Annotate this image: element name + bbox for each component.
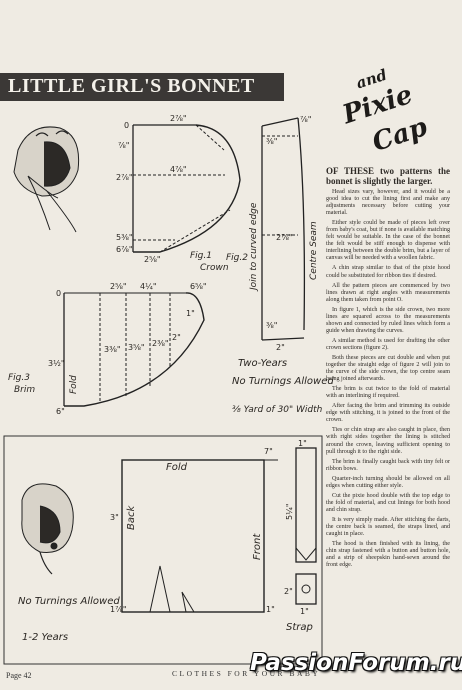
page-title: LITTLE GIRL'S BONNET [8, 75, 255, 97]
fig3-dim-right: 1" [186, 309, 195, 318]
fig3-dim-top-a: 2⅝" [110, 282, 127, 291]
paragraph: Quarter-inch turning should be allowed o… [326, 475, 450, 489]
fig3-label: Fig.3 [8, 373, 30, 383]
fig1-name: Crown [200, 263, 229, 273]
watermark: PassionForum.ru [250, 650, 462, 676]
pixie-dim-bottom-l: 1⅞" [110, 605, 127, 614]
strap-dim-top: 1" [298, 439, 307, 448]
paragraph: All the pattern pieces are commenced by … [326, 282, 450, 303]
paragraph: The hood is then finished with its linin… [326, 541, 450, 569]
fig2-dim-bottom: 2" [276, 343, 285, 352]
fig3-dim-v4: 2" [172, 333, 181, 342]
fig2-edge-note: Join to curved edge [249, 202, 259, 292]
paragraph: The brim is finally caught back with tin… [326, 458, 450, 472]
fig2-label: Fig.2 [226, 253, 248, 263]
fig1-dim-left-mid: 2⅞" [116, 173, 133, 182]
paragraph: Either style could be made of pieces lef… [326, 220, 450, 262]
fig1-dim-mid: 4⅞" [170, 165, 187, 174]
turnings-note-bottom: No Turnings Allowed [18, 596, 120, 607]
intro-paragraph: OF THESE two patterns the bonnet is slig… [326, 166, 450, 186]
pixie-dim-bottom-r: 1" [266, 605, 275, 614]
fig2-dim-low: ⅜" [266, 321, 277, 330]
strap-dim-small: 2" [284, 587, 293, 596]
fig3-dim-top-b: 4¼" [140, 282, 157, 291]
fig2-crown-band [261, 117, 306, 341]
fig2-dim-right-top: ⅞" [300, 115, 311, 124]
paragraph: Head sizes vary, however, and it would b… [326, 189, 450, 217]
size-note-bottom: 1-2 Years [22, 632, 68, 643]
bonnet-illustration [13, 126, 80, 233]
fig1-dim-top: 2⅞" [170, 114, 187, 123]
fig2-seam-note: Centre Seam [309, 221, 319, 280]
fig2-dim-mid: 2⅞" [276, 233, 293, 242]
strap-dim-height: 5¼" [285, 503, 294, 520]
fig3-dim-v3: 2⅜" [152, 339, 169, 348]
fig1-dim-bottom: 2⅝" [144, 255, 161, 264]
fig1-label: Fig.1 [190, 251, 212, 261]
pixie-back: Back [126, 505, 137, 530]
fig1-crown [132, 124, 241, 253]
paragraph: A chin strap similar to that of the pixi… [326, 265, 450, 279]
paragraph: A similar method is used for drafting th… [326, 337, 450, 351]
pixie-dim-top: 7" [264, 447, 273, 456]
fig3-name: Brim [14, 385, 35, 395]
paragraph: Ties or chin strap are also caught in pl… [326, 427, 450, 455]
strap-label: Strap [286, 622, 313, 633]
fig3-fold: Fold [69, 375, 79, 394]
fabric-note: ⅜ Yard of 30" Width [232, 405, 323, 415]
fig3-dim-top-c: 6⅝" [190, 282, 207, 291]
pixie-illustration [21, 483, 74, 575]
instructions-column: OF THESE two patterns the bonnet is slig… [326, 166, 450, 572]
page-number: Page 42 [6, 671, 32, 680]
footer-running-title: CLOTHES FOR YOUR BABY [172, 669, 321, 678]
pixie-front: Front [252, 533, 263, 560]
pixie-fold: Fold [166, 462, 188, 473]
fig1-zero: 0 [124, 121, 129, 130]
strap-pattern [295, 447, 317, 605]
pixie-dim-left: 3" [110, 513, 119, 522]
paragraph: It is very simply made. After stitching … [326, 516, 450, 538]
paragraph: In figure 1, which is the side crown, tw… [326, 306, 450, 334]
paragraph: After facing the brim and trimming its o… [326, 403, 450, 424]
paragraph: The brim is cut twice to the fold of mat… [326, 386, 450, 400]
title-banner: LITTLE GIRL'S BONNET [0, 73, 284, 101]
fig1-dim-left-bottom: 6⅞" [116, 245, 133, 254]
fig3-zero: 0 [56, 289, 61, 298]
fig3-dim-v2: 3⅝" [128, 343, 145, 352]
paragraph: Both these pieces are cut double and whe… [326, 354, 450, 383]
pixie-hood-pattern [121, 459, 278, 613]
fig2-dim-top: ⅜" [266, 137, 277, 146]
strap-dim-tiny: 1" [300, 607, 309, 616]
turnings-note-top: No Turnings Allowed [232, 376, 334, 387]
fig1-dim-left-low: 5⅜" [116, 233, 133, 242]
fig3-brim [63, 292, 205, 407]
fig3-dim-v1: 3⅜" [104, 345, 121, 354]
fig1-dim-top-side: ⅞" [118, 141, 129, 150]
paragraph: Cut the pixie hood double with the top e… [326, 492, 450, 513]
pixie-frame [3, 435, 323, 665]
fig3-dim-left: 3½" [48, 359, 65, 368]
size-note-top: Two-Years [238, 358, 287, 369]
fig3-dim-bottom: 6" [56, 407, 65, 416]
